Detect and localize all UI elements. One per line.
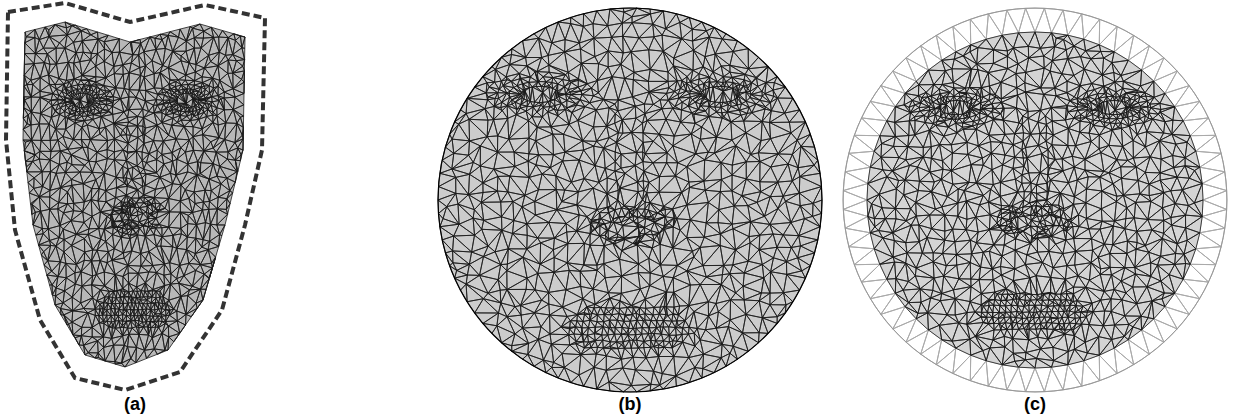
- disk-boundary: [438, 8, 822, 392]
- face-mesh-a: [6, 3, 265, 390]
- disk-mesh-c: [843, 8, 1227, 392]
- triangle-mesh: [438, 8, 822, 392]
- panel-label: (a): [124, 395, 146, 415]
- disk-boundary: [843, 8, 1227, 392]
- triangle-mesh: [23, 22, 245, 367]
- boundary-ring: [843, 8, 1227, 392]
- disk-fill: [438, 8, 822, 392]
- panel-label: (c): [1024, 395, 1046, 415]
- disk-mesh-b: [438, 8, 822, 392]
- triangle-mesh: [867, 32, 1203, 368]
- dashed-boundary: [6, 3, 265, 390]
- panel-label: (b): [619, 395, 642, 415]
